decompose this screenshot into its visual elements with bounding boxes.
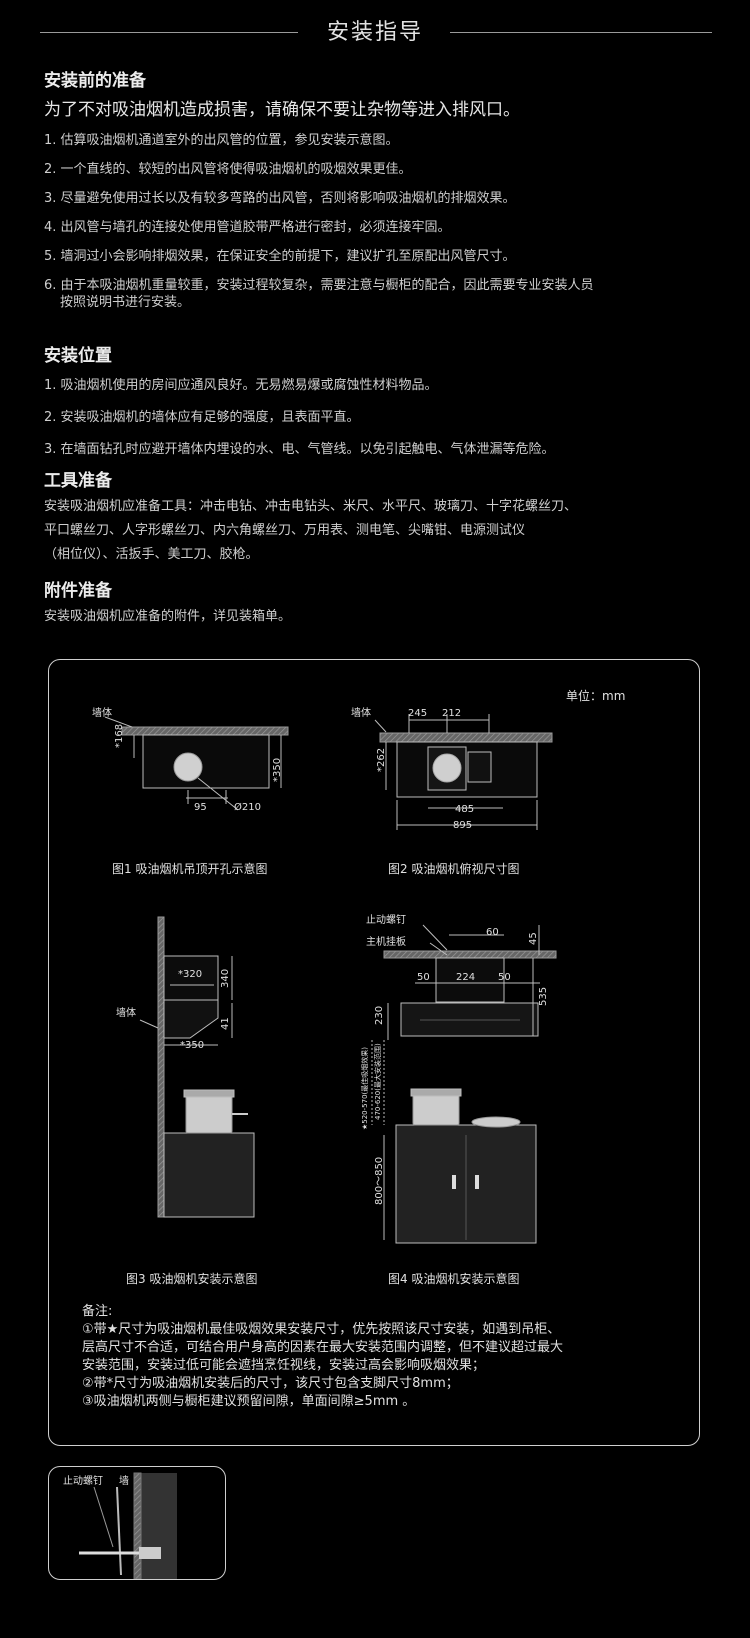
section-position: 安装位置 1. 吸油烟机使用的房间应通风良好。无易燃易爆或腐蚀性材料物品。 2.… bbox=[44, 345, 724, 458]
leader-line bbox=[93, 1486, 114, 1548]
tools-line: （相位仪）、活扳手、美工刀、胶枪。 bbox=[44, 547, 259, 562]
list-item: 2. 安装吸油烟机的墙体应有足够的强度，且表面平直。 bbox=[44, 410, 360, 425]
screw-detail-diagram: 止动螺钉 墙 bbox=[63, 1472, 177, 1579]
unit-label: 单位：mm bbox=[566, 689, 626, 703]
list-item: 1. 估算吸油烟机通道室外的出风管的位置，参见安装示意图。 bbox=[44, 133, 399, 148]
detail-panel: 止动螺钉 墙 bbox=[48, 1466, 226, 1580]
diagram-panel bbox=[48, 659, 700, 1446]
figure-3-caption: 图3 吸油烟机安装示意图 bbox=[126, 1272, 258, 1286]
section-heading: 附件准备 bbox=[44, 581, 112, 601]
section-preparation: 安装前的准备 为了不对吸油烟机造成损害，请确保不要让杂物等进入排风口。 1. 估… bbox=[44, 70, 724, 311]
figure-4-caption: 图4 吸油烟机安装示意图 bbox=[388, 1272, 520, 1286]
tools-line: 平口螺丝刀、人字形螺丝刀、内六角螺丝刀、万用表、测电笔、尖嘴钳、电源测试仪 bbox=[44, 523, 526, 538]
note-line: ②带*尺寸为吸油烟机安装后的尺寸，该尺寸包含支脚尺寸8mm； bbox=[82, 1376, 459, 1391]
list-item: 2. 一个直线的、较短的出风管将使得吸油烟机的吸烟效果更佳。 bbox=[44, 162, 412, 177]
list-item: 3. 尽量避免使用过长以及有较多弯路的出风管，否则将影响吸油烟机的排烟效果。 bbox=[44, 191, 516, 206]
figure-2-caption: 图2 吸油烟机俯视尺寸图 bbox=[388, 862, 520, 876]
detail-wall-label: 墙 bbox=[119, 1474, 129, 1487]
section-heading: 安装前的准备 bbox=[44, 71, 146, 91]
bracket-plate bbox=[116, 1486, 122, 1576]
list-item: 5. 墙洞过小会影响排烟效果，在保证安全的前提下，建议扩孔至原配出风管尺寸。 bbox=[44, 249, 516, 264]
section-heading: 安装位置 bbox=[44, 346, 112, 366]
section-accessories: 附件准备 安装吸油烟机应准备的附件，详见装箱单。 bbox=[44, 580, 724, 628]
note-line: 层高尺寸不合适，可结合用户身高的因素在最大安装范围内调整，但不建议超过最大 bbox=[82, 1340, 564, 1355]
section-heading: 工具准备 bbox=[44, 471, 112, 491]
notes-title: 备注: bbox=[82, 1304, 113, 1319]
page-title: 安装指导 bbox=[326, 20, 423, 45]
figure-1-caption: 图1 吸油烟机吊顶开孔示意图 bbox=[112, 862, 268, 876]
wall-block bbox=[141, 1473, 177, 1579]
header-rule-left bbox=[40, 32, 298, 33]
page-header: 安装指导 bbox=[0, 14, 750, 50]
list-item: 6. 由于本吸油烟机重量较重，安装过程较复杂，需要注意与橱柜的配合，因此需要专业… bbox=[44, 278, 594, 293]
list-item: 1. 吸油烟机使用的房间应通风良好。无易燃易爆或腐蚀性材料物品。 bbox=[44, 378, 438, 393]
section-tools: 工具准备 安装吸油烟机应准备工具：冲击电钻、冲击电钻头、米尺、水平尺、玻璃刀、十… bbox=[44, 470, 724, 566]
list-item: 3. 在墙面钻孔时应避开墙体内埋设的水、电、气管线。以免引起触电、气体泄漏等危险… bbox=[44, 442, 555, 457]
screw-head bbox=[139, 1547, 161, 1559]
note-line: ①带★尺寸为吸油烟机最佳吸烟效果安装尺寸，优先按照该尺寸安装，如遇到吊柜、 bbox=[82, 1322, 561, 1337]
detail-screw-label: 止动螺钉 bbox=[63, 1475, 103, 1487]
list-item: 按照说明书进行安装。 bbox=[60, 295, 191, 310]
accessories-text: 安装吸油烟机应准备的附件，详见装箱单。 bbox=[44, 609, 292, 624]
wall-face bbox=[133, 1472, 142, 1579]
section-intro: 为了不对吸油烟机造成损害，请确保不要让杂物等进入排风口。 bbox=[44, 100, 520, 120]
note-line: 安装范围，安装过低可能会遮挡烹饪视线，安装过高会影响吸烟效果； bbox=[82, 1358, 486, 1373]
header-rule-right bbox=[450, 32, 712, 33]
notes-block: 备注: ①带★尺寸为吸油烟机最佳吸烟效果安装尺寸，优先按照该尺寸安装，如遇到吊柜… bbox=[82, 1303, 692, 1411]
tools-line: 安装吸油烟机应准备工具：冲击电钻、冲击电钻头、米尺、水平尺、玻璃刀、十字花螺丝刀… bbox=[44, 499, 578, 514]
note-line: ③吸油烟机两侧与橱柜建议预留间隙，单面间隙≥5mm 。 bbox=[82, 1394, 416, 1409]
list-item: 4. 出风管与墙孔的连接处使用管道胶带严格进行密封，必须连接牢固。 bbox=[44, 220, 451, 235]
